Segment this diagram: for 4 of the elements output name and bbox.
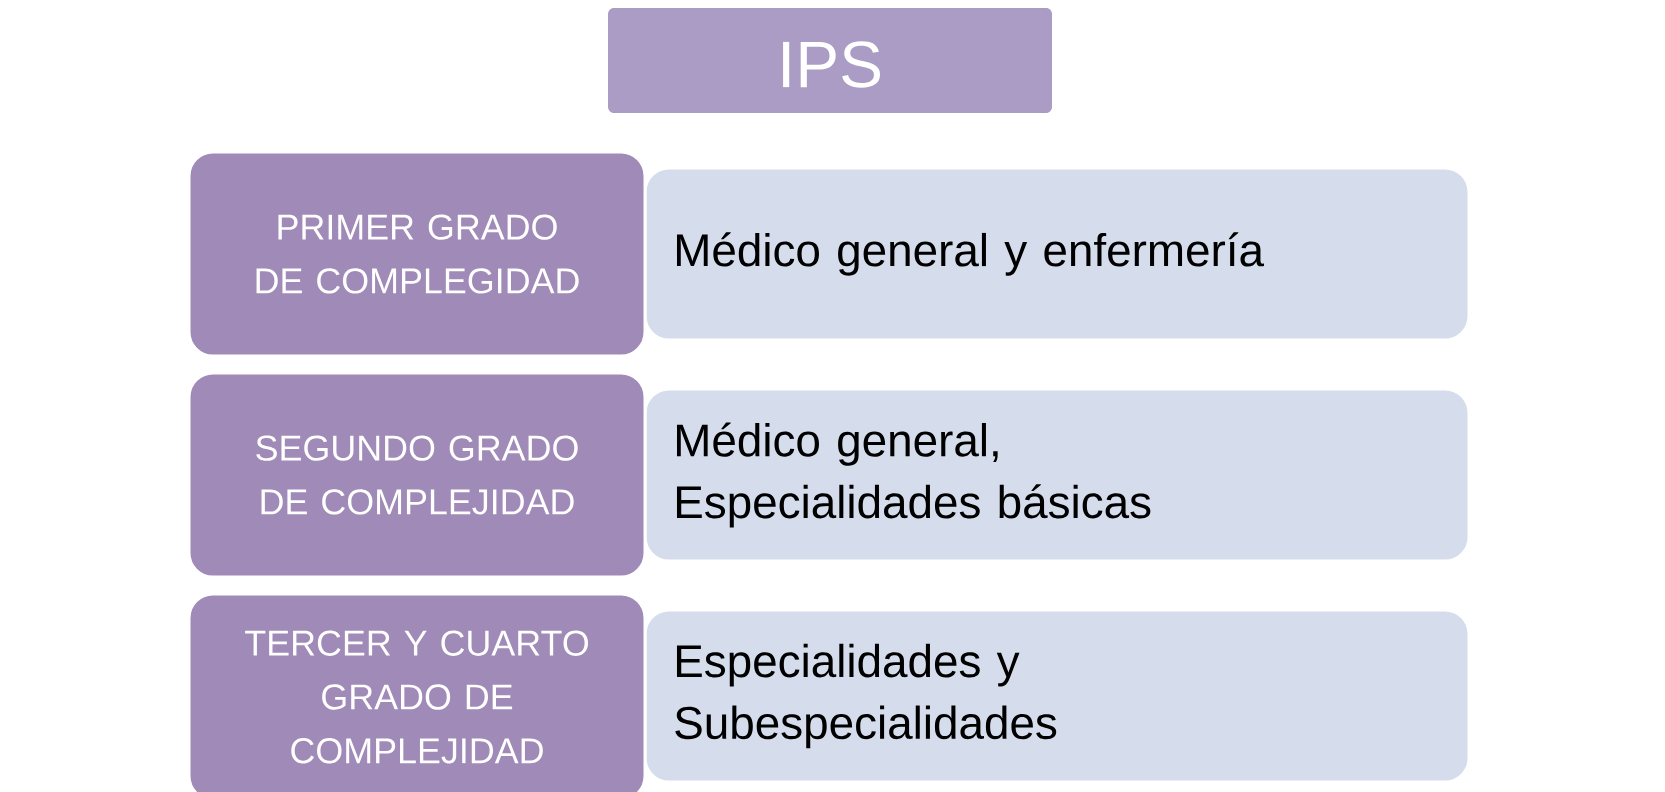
level-box: PRIMER GRADO DE COMPLEGIDAD	[187, 150, 647, 358]
title-box: IPS	[608, 8, 1052, 113]
level-box: SEGUNDO GRADO DE COMPLEJIDAD	[187, 371, 647, 579]
level-box: TERCER Y CUARTO GRADO DE COMPLEJIDAD	[187, 592, 647, 792]
